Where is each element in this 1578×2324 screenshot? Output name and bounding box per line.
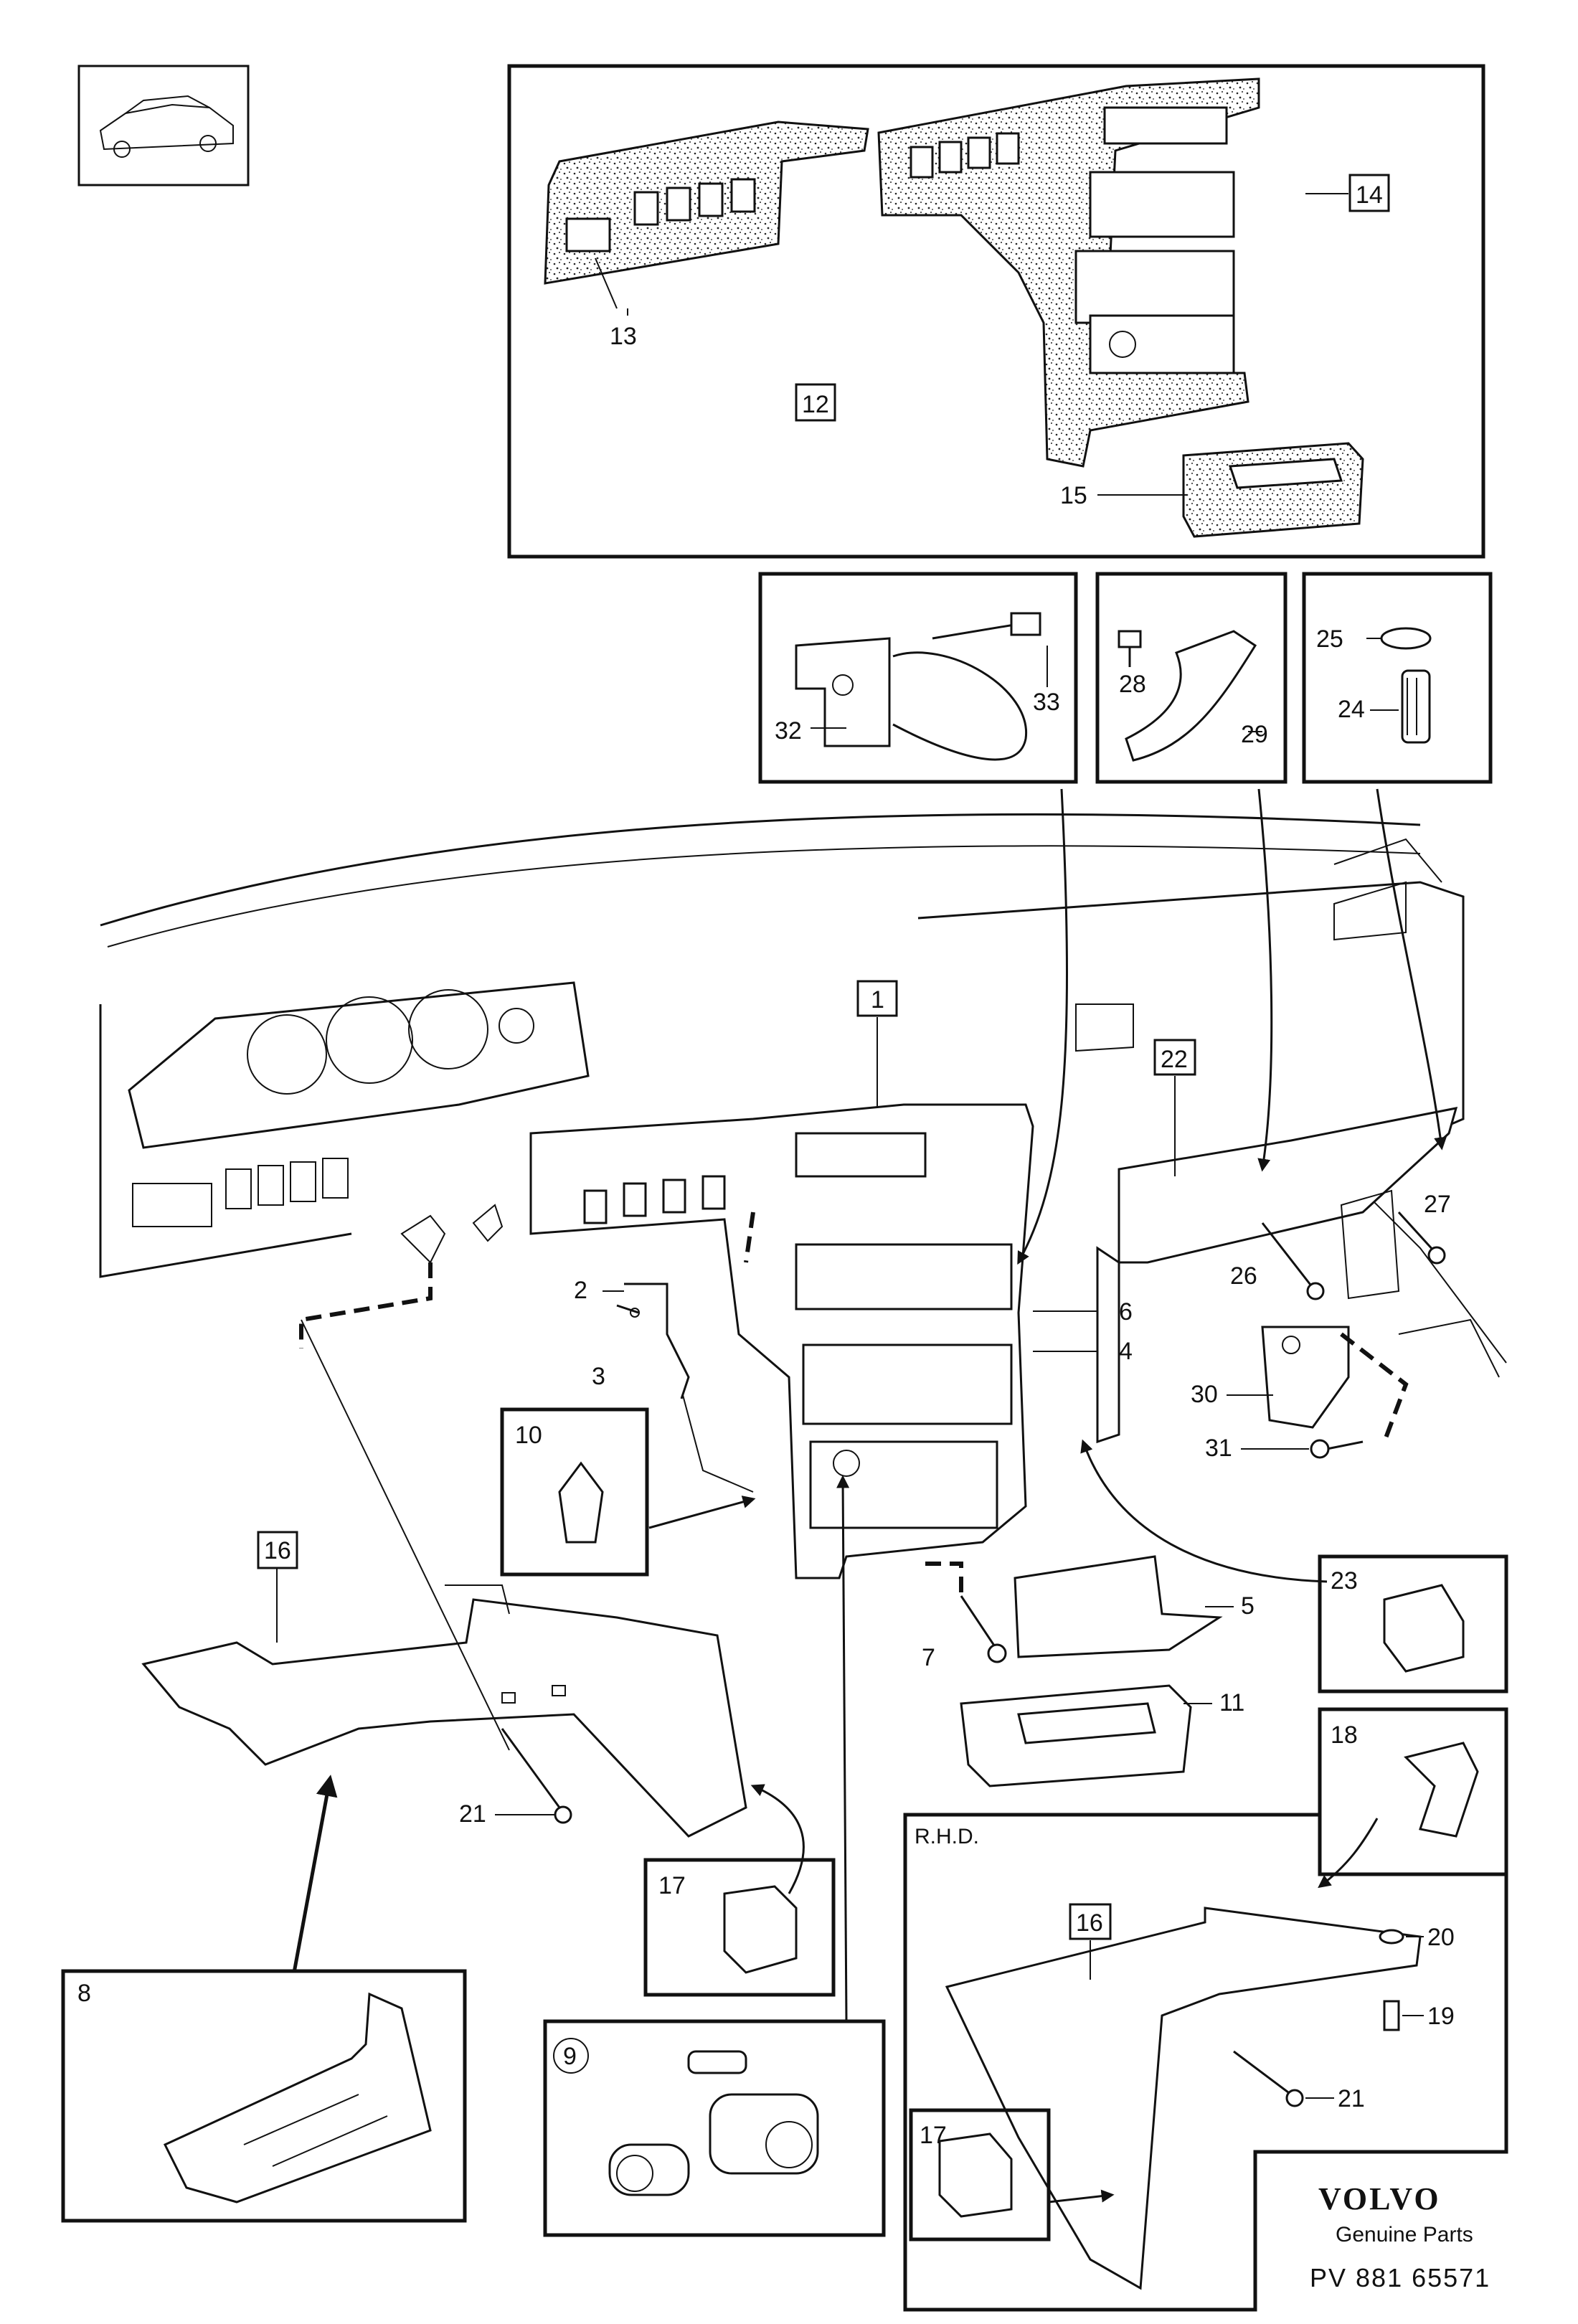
callout-18: 18 <box>1331 1721 1358 1749</box>
hinge-30-31 <box>1261 1211 1446 1459</box>
callout-25: 25 <box>1316 625 1343 653</box>
detail-box-8 <box>61 1969 467 2223</box>
callout-17: 17 <box>658 1872 686 1899</box>
brand-subtitle: Genuine Parts <box>1336 2223 1473 2247</box>
callout-12: 12 <box>802 391 829 418</box>
callout-17-rhd: 17 <box>920 2122 947 2149</box>
callout-box-16b <box>1069 1903 1112 1940</box>
detail-box-10 <box>500 1407 649 1577</box>
callout-28: 28 <box>1119 671 1146 698</box>
center-console-1 <box>529 1103 1034 1579</box>
callout-29: 29 <box>1241 721 1268 748</box>
callout-box-22 <box>1153 1039 1196 1076</box>
callout-32: 32 <box>775 717 802 745</box>
callout-1: 1 <box>871 986 884 1014</box>
callout-24: 24 <box>1338 696 1365 723</box>
ashtray-11 <box>960 1684 1192 1787</box>
panel-22 <box>1096 1107 1458 1444</box>
callout-21: 21 <box>459 1800 486 1828</box>
callout-6: 6 <box>1119 1298 1133 1326</box>
detail-box-24-25 <box>1302 572 1493 784</box>
callout-23: 23 <box>1331 1567 1358 1595</box>
callout-26: 26 <box>1230 1262 1257 1290</box>
detail-box-32-33 <box>758 572 1078 784</box>
callout-14: 14 <box>1356 181 1383 209</box>
callout-20: 20 <box>1427 1924 1455 1951</box>
callout-30: 30 <box>1191 1381 1218 1408</box>
detail-box-9 <box>543 2019 886 2237</box>
rhd-label: R.H.D. <box>915 1825 979 1848</box>
tray-5 <box>1014 1555 1223 1658</box>
callout-7: 7 <box>922 1644 935 1671</box>
kit-frame-12 <box>507 64 1485 559</box>
callout-4: 4 <box>1119 1338 1133 1365</box>
callout-11: 11 <box>1219 1689 1244 1716</box>
screw-7 <box>960 1595 1007 1663</box>
leader-arrows <box>292 788 1447 2203</box>
rhd-frame <box>903 1813 1508 2312</box>
panel-14 <box>877 77 1260 468</box>
dashboard-outline <box>99 813 1507 1378</box>
callout-22: 22 <box>1161 1046 1188 1073</box>
callout-3: 3 <box>592 1363 605 1390</box>
part-number: PV 881 65571 <box>1310 2263 1490 2292</box>
ashtray-15 <box>1182 442 1364 538</box>
callout-13: 13 <box>610 323 637 350</box>
callout-15: 15 <box>1060 482 1087 509</box>
detail-box-23 <box>1318 1554 1508 1694</box>
bracket-2-3 <box>616 1283 690 1399</box>
callout-27: 27 <box>1424 1191 1451 1218</box>
callout-10: 10 <box>515 1422 542 1449</box>
callout-21-rhd: 21 <box>1338 2085 1365 2112</box>
panel-13 <box>544 121 869 309</box>
callout-16: 16 <box>264 1537 291 1564</box>
kick-panel-16 <box>141 1584 747 1838</box>
detail-box-28-29 <box>1095 572 1288 784</box>
car-thumbnail <box>77 65 250 186</box>
callout-31: 31 <box>1205 1435 1232 1462</box>
brand-logo: VOLVO <box>1318 2181 1441 2216</box>
callout-5: 5 <box>1241 1592 1255 1620</box>
callout-8: 8 <box>77 1980 91 2007</box>
callout-33: 33 <box>1033 689 1060 716</box>
callout-16-rhd: 16 <box>1076 1909 1103 1937</box>
callout-box-1 <box>856 980 898 1017</box>
callout-2: 2 <box>574 1277 587 1304</box>
callout-19: 19 <box>1427 2003 1455 2030</box>
detail-box-17 <box>643 1858 836 1997</box>
callout-9: 9 <box>563 2043 577 2070</box>
